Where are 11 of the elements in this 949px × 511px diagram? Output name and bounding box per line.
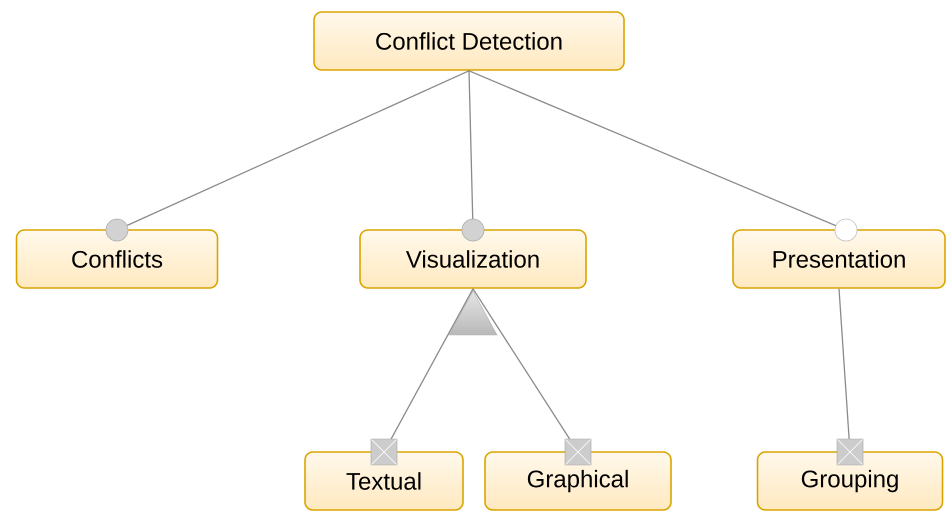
- connector: [462, 70, 484, 242]
- feature-box: Grouping: [756, 451, 944, 511]
- feature-box: Graphical: [484, 451, 672, 511]
- feature-box: Presentation: [732, 229, 946, 289]
- feature-box: Textual: [304, 451, 464, 511]
- connector: [106, 70, 470, 242]
- connector: [468, 70, 858, 242]
- connector: [836, 288, 864, 466]
- feature-box: Conflicts: [16, 229, 218, 289]
- feature-box: Conflict Detection: [313, 11, 625, 71]
- feature-box: Visualization: [359, 229, 587, 289]
